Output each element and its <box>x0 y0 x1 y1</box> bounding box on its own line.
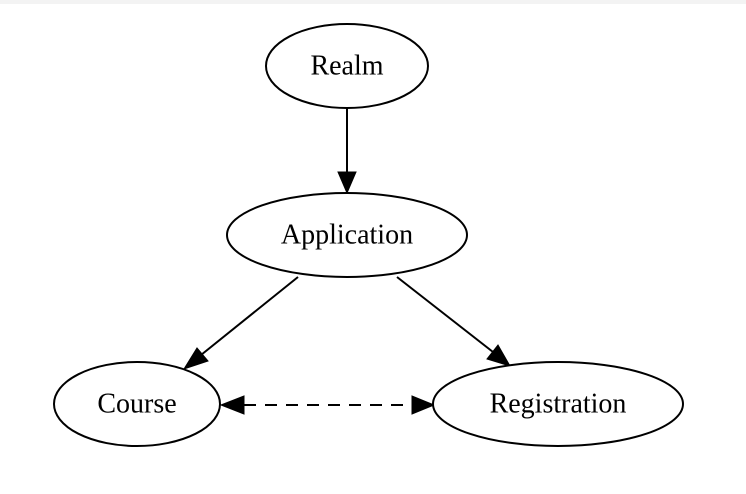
node-label-course: Course <box>97 389 176 420</box>
node-registration: Registration <box>432 361 684 447</box>
node-label-registration: Registration <box>490 389 627 420</box>
node-application: Application <box>226 192 468 278</box>
arrowhead-icon <box>337 171 357 195</box>
node-realm: Realm <box>265 23 429 109</box>
arrowhead-icon <box>182 347 209 370</box>
arrowhead-icon <box>486 344 512 367</box>
node-ellipse <box>226 192 468 278</box>
node-course: Course <box>53 361 221 447</box>
node-label-realm: Realm <box>310 51 383 82</box>
edge-application-course <box>182 276 299 370</box>
node-label-application: Application <box>281 220 413 251</box>
node-ellipse <box>432 361 684 447</box>
arrowhead-left-icon <box>219 395 245 415</box>
edge-realm-application <box>337 108 357 195</box>
arrowhead-right-icon <box>411 395 436 415</box>
node-ellipse <box>53 361 221 447</box>
top-edge-strip <box>0 0 746 4</box>
node-ellipse <box>265 23 429 109</box>
edge-course-registration <box>219 395 436 415</box>
edge-application-registration <box>396 276 512 367</box>
